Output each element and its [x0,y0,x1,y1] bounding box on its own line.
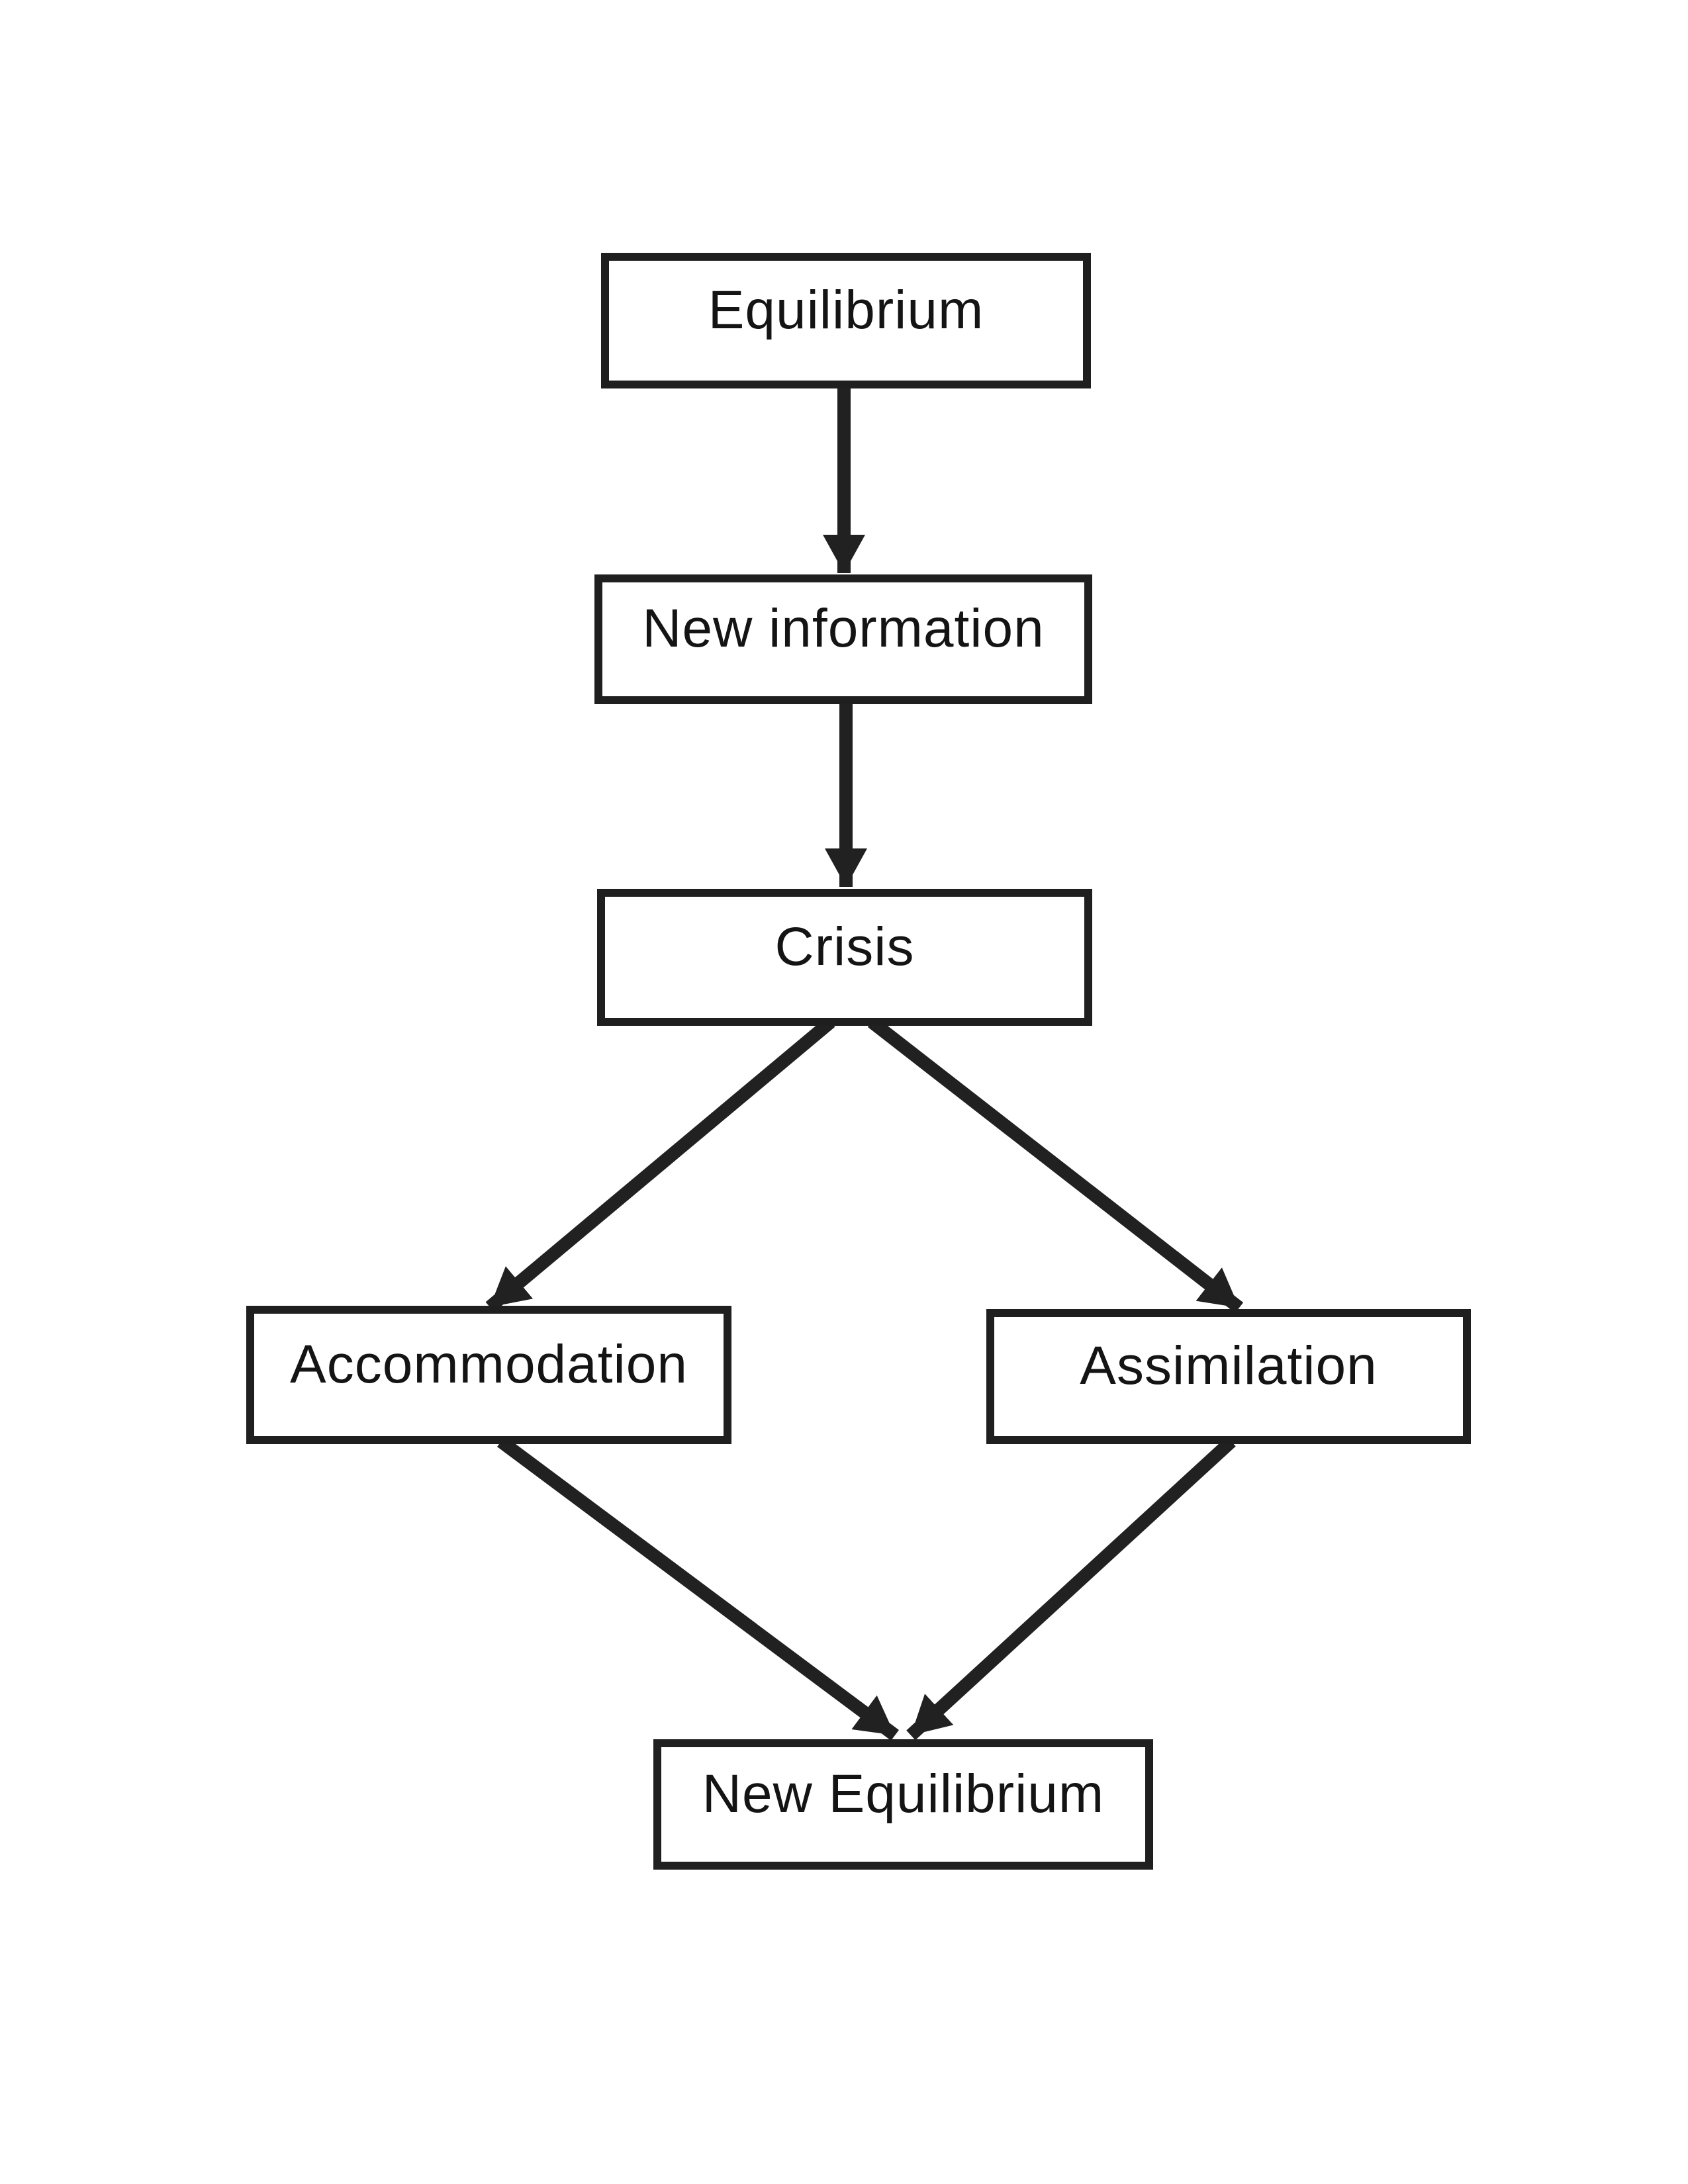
arrow-crisis-to-accommodation [485,1017,835,1312]
node-crisis-label: Crisis [774,916,915,977]
node-accommodation-label: Accommodation [290,1334,688,1394]
node-assimilation-label: Assimilation [1080,1336,1378,1396]
node-crisis: Crisis [597,889,1092,1026]
node-new-equilibrium-label: New Equilibrium [702,1763,1105,1824]
node-equilibrium: Equilibrium [601,253,1091,388]
arrow-assimilation-to-new-equilibrium [906,1436,1236,1741]
node-assimilation: Assimilation [986,1309,1471,1444]
node-equilibrium-label: Equilibrium [708,279,984,340]
node-new-equilibrium: New Equilibrium [653,1739,1153,1870]
node-new-information-label: New information [642,598,1045,659]
node-accommodation: Accommodation [246,1306,731,1444]
arrow-crisis-to-assimilation [867,1017,1244,1313]
node-new-information: New information [594,574,1092,704]
arrow-accommodation-to-new-equilibrium [497,1435,899,1741]
